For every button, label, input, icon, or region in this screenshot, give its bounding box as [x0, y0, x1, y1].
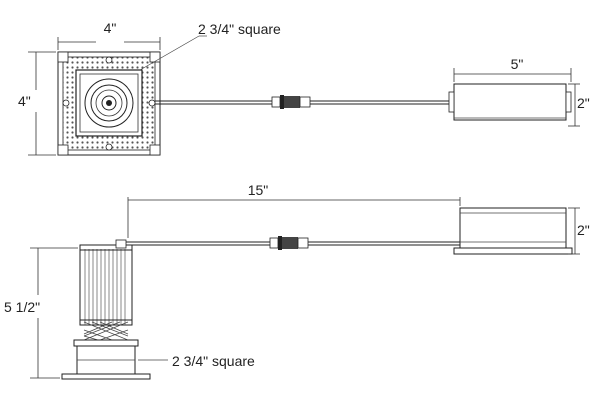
top-height-dimension: 4" — [18, 51, 56, 156]
top-view: 4" 4" 2 3/4" square — [18, 20, 590, 156]
top-trim-label: 2 3/4" square — [198, 21, 281, 37]
side-cable — [126, 236, 460, 250]
driver-height-side-dimension: 2" — [568, 207, 590, 255]
top-cable — [155, 95, 454, 109]
side-trim — [61, 339, 151, 380]
driver-width-dimension: 5" — [453, 56, 572, 82]
top-driver — [448, 83, 572, 121]
side-view: 15" 2" 5 1/2" 2 3/4" square — [4, 182, 590, 380]
top-trim-leader: 2 3/4" square — [139, 21, 281, 71]
side-driver — [453, 207, 573, 255]
fixture-height-dimension: 5 1/2" — [4, 247, 78, 379]
fixture-height-label: 5 1/2" — [4, 299, 40, 315]
driver-width-label: 5" — [511, 56, 524, 72]
driver-height-top-dimension: 2" — [568, 83, 590, 127]
top-width-dimension: 4" — [57, 20, 161, 50]
side-trim-leader: 2 3/4" square — [138, 353, 255, 369]
driver-height-top-label: 2" — [577, 95, 590, 111]
side-housing — [79, 239, 133, 341]
side-trim-label: 2 3/4" square — [172, 353, 255, 369]
driver-height-side-label: 2" — [577, 222, 590, 238]
top-trim-plate — [57, 51, 161, 156]
cable-length-dimension: 15" — [127, 182, 461, 238]
cable-length-label: 15" — [248, 182, 269, 198]
top-width-label: 4" — [104, 20, 117, 36]
top-height-label: 4" — [18, 93, 31, 109]
